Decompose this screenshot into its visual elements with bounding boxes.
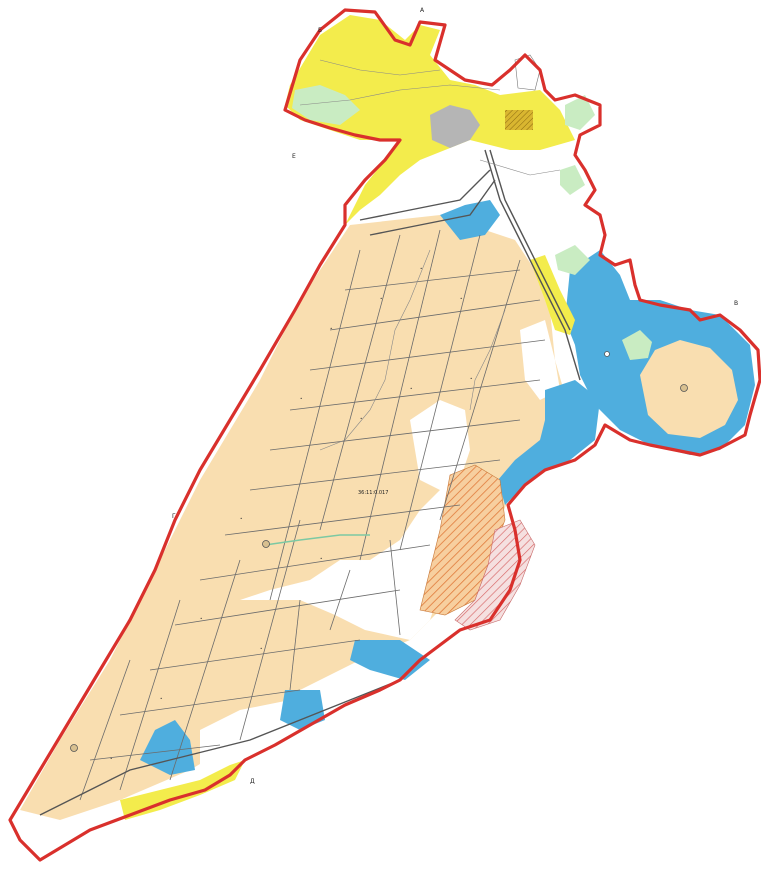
svg-text:•: • [410, 386, 412, 391]
svg-text:•: • [240, 516, 242, 521]
boundary-point-markers: Б А В Г Д Е [70, 7, 738, 785]
parcel-grid [79, 229, 546, 801]
svg-text:•: • [320, 556, 322, 561]
unassigned-parcels-east [410, 400, 470, 490]
territory-boundary [8, 8, 761, 862]
settlement-area-north [285, 15, 575, 225]
circle-marker-icon [262, 540, 270, 548]
svg-text:•: • [420, 266, 422, 271]
circle-marker-icon [680, 384, 688, 392]
roads [39, 59, 581, 816]
green-zone-east-lower [555, 245, 590, 275]
circle-marker-icon [604, 351, 610, 357]
green-zone-east [560, 165, 585, 195]
circle-marker-icon [70, 744, 78, 752]
svg-text:•: • [330, 326, 332, 331]
svg-text:•: • [300, 396, 302, 401]
svg-text:•: • [460, 296, 462, 301]
unassigned-parcels-mid-east [520, 320, 560, 400]
water-area-southwest [140, 720, 195, 775]
creeks [264, 249, 506, 546]
svg-text:•: • [160, 696, 162, 701]
point-label-v: В [734, 300, 738, 307]
green-zone-north-west [292, 85, 360, 125]
green-zone-north-east [565, 95, 595, 130]
water-area-north [440, 200, 500, 240]
green-zone-lake-north [622, 330, 652, 360]
svg-text:•: • [260, 646, 262, 651]
point-label-g: Г [172, 513, 176, 520]
point-label-a: А [420, 7, 425, 14]
agricultural-lake-island [640, 340, 738, 438]
cadastral-number-label: 36:11:0.017 [358, 490, 388, 496]
water-area-south-small [280, 690, 325, 730]
point-label-b: Б [318, 27, 322, 34]
hatched-industrial-block [505, 110, 533, 130]
urban-core-area [430, 105, 480, 148]
svg-text:•: • [110, 756, 112, 761]
settlement-area-south-strip [120, 760, 245, 820]
point-label-d: Д [250, 778, 255, 785]
hatched-zone-red [454, 519, 536, 631]
svg-text:•: • [470, 376, 472, 381]
water-area-east-shore [498, 380, 600, 505]
parcel-number-labels: • • • • • • • • • • • • • • [110, 266, 472, 761]
unassigned-parcels-central [240, 480, 470, 640]
point-label-e: Е [292, 153, 296, 160]
svg-text:•: • [380, 296, 382, 301]
svg-text:•: • [200, 616, 202, 621]
svg-text:•: • [360, 416, 362, 421]
